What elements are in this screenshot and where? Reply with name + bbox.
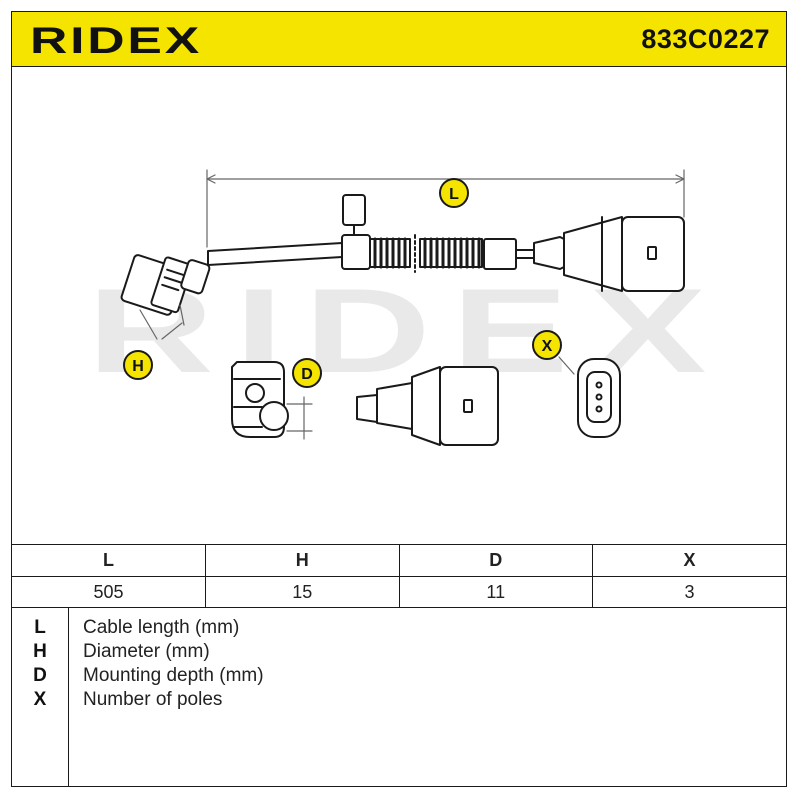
ridex-logo-text: RIDEX — [30, 22, 202, 56]
spec-header-h: H — [205, 544, 400, 577]
clip-top — [342, 194, 366, 226]
legend-desc: Number of poles — [83, 689, 223, 710]
legend-desc: Mounting depth (mm) — [83, 665, 264, 686]
dimension-l — [206, 169, 685, 248]
legend-item: L Cable length (mm) — [12, 617, 786, 641]
legend-item: D Mounting depth (mm) — [12, 665, 786, 689]
marker-h: H — [123, 350, 153, 380]
header-bar: RIDEX 833C0227 — [12, 12, 786, 67]
cable — [207, 242, 343, 266]
sensor-head — [120, 254, 211, 316]
legend-desc: Cable length (mm) — [83, 617, 240, 638]
part-number: 833C0227 — [641, 24, 770, 54]
dimension-h — [139, 304, 185, 340]
cable-clip — [341, 234, 371, 270]
connector-detail — [356, 366, 499, 446]
spec-header-x: X — [592, 544, 786, 577]
spec-value-h: 15 — [205, 576, 400, 608]
marker-x: X — [532, 330, 562, 360]
legend-item: H Diameter (mm) — [12, 641, 786, 665]
svg-text:X: X — [542, 338, 553, 355]
svg-text:H: H — [132, 358, 144, 375]
legend-key: D — [33, 665, 47, 686]
spec-header-l: L — [12, 544, 206, 577]
legend-key: X — [33, 689, 47, 710]
spec-header-row: L H D X — [12, 544, 786, 577]
sensor-side-view — [231, 361, 289, 438]
marker-l: L — [439, 178, 469, 208]
legend-key: H — [33, 641, 47, 662]
legend-divider — [68, 607, 69, 786]
legend: L Cable length (mm) H Diameter (mm) D Mo… — [12, 607, 786, 786]
legend-key: L — [34, 617, 46, 638]
connector-pin-face — [577, 358, 621, 438]
spec-value-x: 3 — [592, 576, 786, 608]
spec-value-l: 505 — [12, 576, 206, 608]
legend-item: X Number of poles — [12, 689, 786, 713]
marker-d: D — [292, 358, 322, 388]
spec-header-d: D — [399, 544, 593, 577]
spec-value-row: 505 15 11 3 — [12, 576, 786, 608]
ridex-logo: RIDEX — [30, 22, 202, 56]
dimension-d — [286, 396, 313, 440]
spec-table: L H D X 505 15 11 3 — [12, 544, 786, 608]
svg-text:D: D — [301, 366, 313, 383]
sensor-drawing: RIDEX — [87, 169, 713, 446]
connector-side — [533, 216, 685, 292]
spec-value-d: 11 — [399, 576, 593, 608]
product-sheet: RIDEX 833C0227 RIDEX — [11, 11, 787, 787]
grommet — [483, 238, 517, 270]
legend-desc: Diameter (mm) — [83, 641, 210, 662]
svg-text:L: L — [449, 186, 459, 203]
